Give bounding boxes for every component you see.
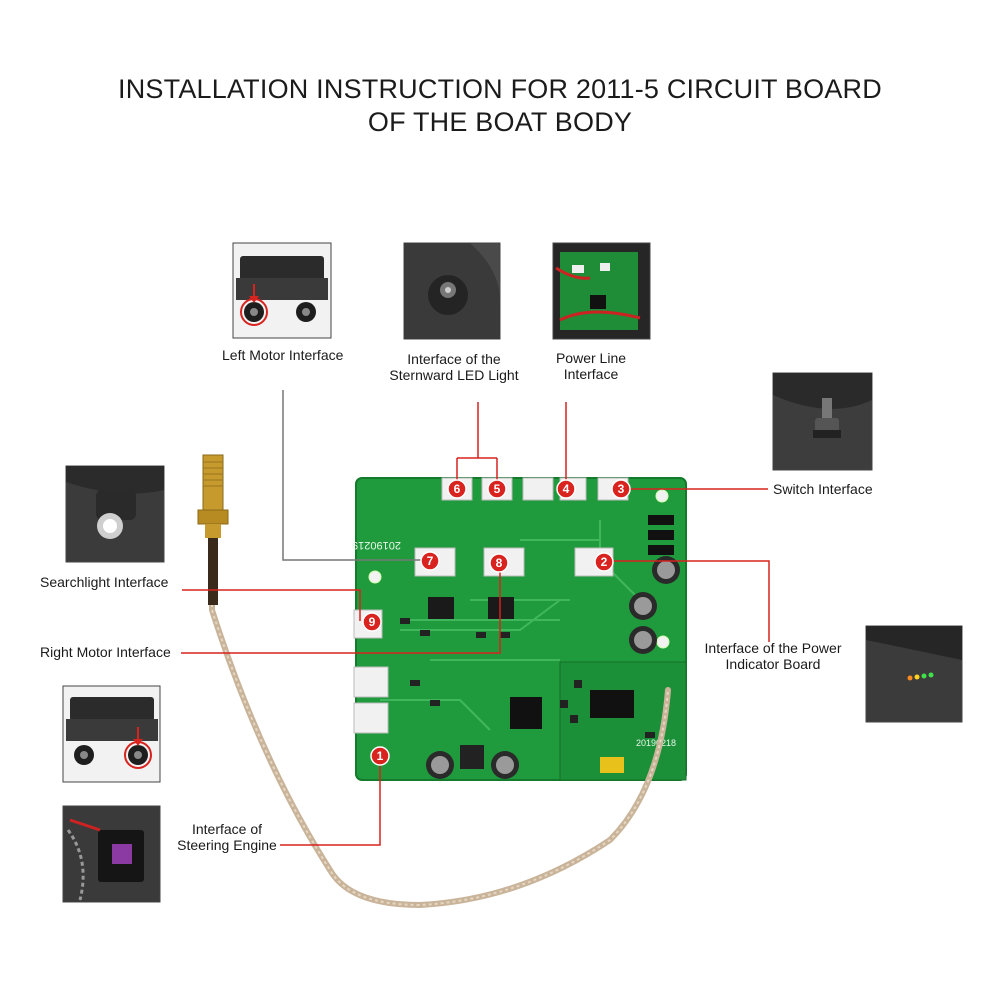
marker-7: 7	[420, 551, 440, 571]
marker-2: 2	[594, 552, 614, 572]
circuit-board: 20190219 20190218	[352, 477, 687, 781]
sternward-led-label-line-2: Sternward LED Light	[389, 367, 519, 383]
svg-text:4: 4	[563, 482, 570, 496]
marker-3: 3	[611, 479, 631, 499]
title-line-1: INSTALLATION INSTRUCTION FOR 2011-5 CIRC…	[118, 74, 882, 104]
svg-text:8: 8	[496, 556, 503, 570]
power-indicator-label-line-2: Indicator Board	[725, 656, 821, 672]
marker-5: 5	[487, 479, 507, 499]
marker-9: 9	[362, 612, 382, 632]
steering-engine-label-line-1: Interface of	[191, 821, 263, 837]
power-indicator-photo	[865, 625, 963, 723]
power-indicator-label: Interface of the Power Indicator Board	[697, 640, 849, 672]
sternward-led-label: Interface of the Sternward LED Light	[378, 351, 530, 383]
leader-lines	[181, 390, 770, 846]
steering-engine-label: Interface of Steering Engine	[172, 821, 282, 853]
marker-6: 6	[447, 479, 467, 499]
searchlight-label: Searchlight Interface	[40, 574, 169, 590]
right-motor-photo	[62, 685, 161, 783]
svg-text:9: 9	[369, 615, 376, 629]
marker-8: 8	[489, 553, 509, 573]
steering-engine-photo	[62, 805, 161, 903]
sternward-led-label-line-1: Interface of the	[407, 351, 501, 367]
marker-4: 4	[556, 479, 576, 499]
title-line-2: OF THE BOAT BODY	[367, 107, 633, 137]
power-line-label: Power Line Interface	[546, 350, 636, 382]
left-motor-photo	[232, 242, 332, 339]
svg-text:6: 6	[454, 482, 461, 496]
svg-text:3: 3	[618, 482, 625, 496]
power-indicator-label-line-1: Interface of the Power	[704, 640, 842, 656]
steering-engine-label-line-2: Steering Engine	[177, 837, 277, 853]
markers: 1 2 3 4 5 6 7 8	[362, 479, 631, 766]
sma-connector	[197, 454, 229, 538]
svg-text:5: 5	[494, 482, 501, 496]
board-date-top: 20190219	[352, 539, 401, 551]
marker-1: 1	[370, 746, 390, 766]
svg-text:7: 7	[427, 554, 434, 568]
sternward-led-photo	[403, 242, 501, 340]
right-motor-label: Right Motor Interface	[40, 644, 171, 660]
antenna-cable	[208, 517, 671, 909]
switch-photo	[772, 372, 873, 471]
searchlight-photo	[65, 465, 165, 563]
power-line-label-line-2: Interface	[563, 366, 619, 382]
board-date-bottom: 20190218	[636, 738, 676, 748]
left-motor-label: Left Motor Interface	[222, 347, 344, 363]
svg-text:2: 2	[601, 555, 608, 569]
capacitor-group	[426, 556, 680, 779]
page-title: INSTALLATION INSTRUCTION FOR 2011-5 CIRC…	[0, 73, 1000, 139]
svg-text:1: 1	[377, 749, 384, 763]
switch-label: Switch Interface	[773, 481, 873, 497]
power-line-photo	[552, 242, 651, 340]
power-line-label-line-1: Power Line	[555, 350, 627, 366]
